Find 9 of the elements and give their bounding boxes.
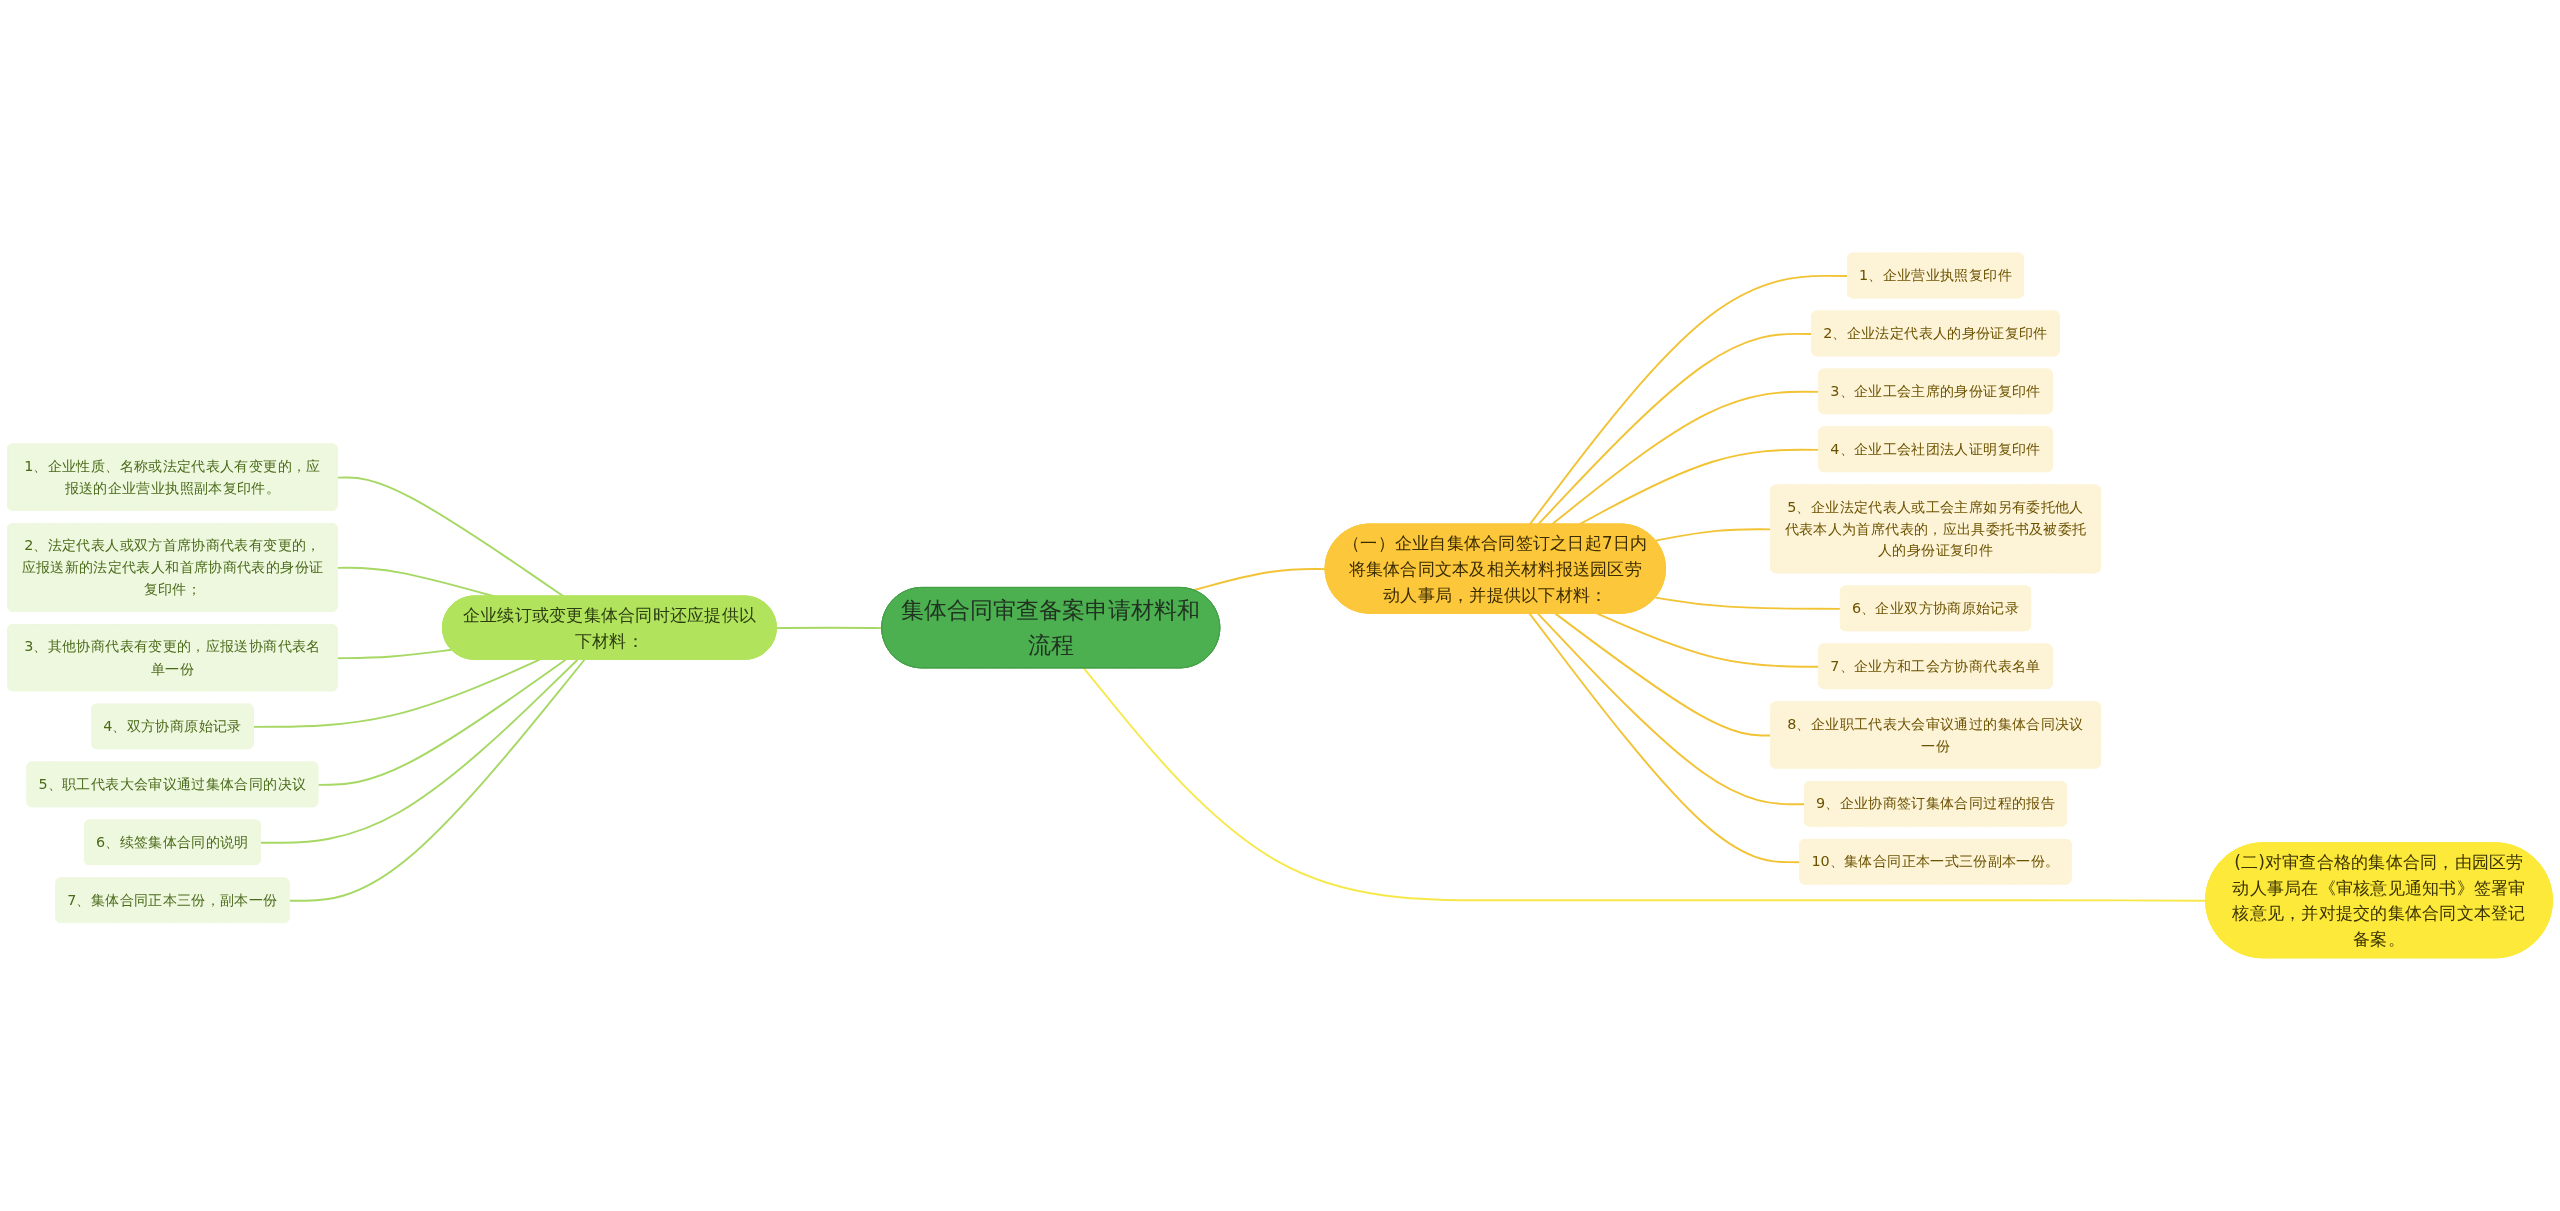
- connector: [336, 476, 565, 598]
- connector: [336, 648, 453, 660]
- connector: [1654, 596, 1842, 610]
- connector: [288, 658, 586, 902]
- connector: [259, 658, 579, 844]
- connector: [1537, 612, 1806, 806]
- connector: [252, 658, 541, 728]
- connector: [317, 658, 567, 786]
- connector: [1192, 568, 1327, 592]
